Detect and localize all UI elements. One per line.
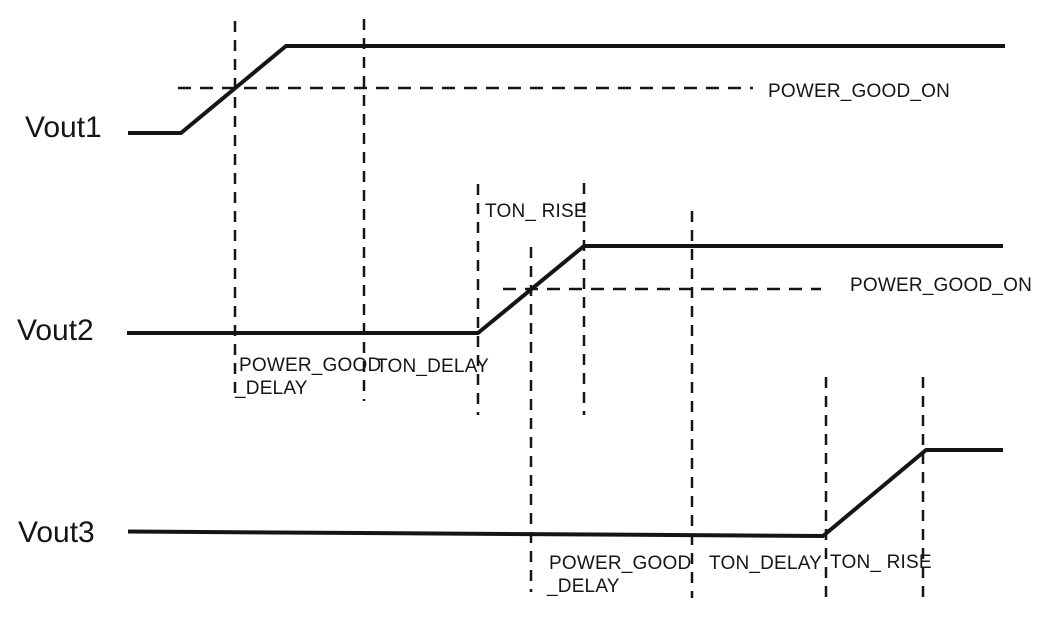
ton-delay-label-vout2: TON_DELAY (376, 356, 489, 377)
vout2-waveform (127, 244, 1003, 335)
power-good-delay-label-vout3-line1: POWER_GOOD (549, 553, 691, 574)
ton-rise-label-vout2: TON_ RISE (485, 201, 587, 222)
power-good-on-label-vout2: POWER_GOOD_ON (850, 275, 1032, 296)
power-good-delay-label-vout3-line2: _DELAY (546, 576, 620, 597)
power-good-on-label-vout1: POWER_GOOD_ON (768, 81, 950, 102)
vout3-waveform (127, 448, 1003, 538)
vout1-label: Vout1 (25, 111, 102, 144)
power-good-delay-label-vout2-line1: POWER_GOOD (239, 355, 381, 376)
vout1-waveform (128, 44, 1005, 135)
ton-delay-label-vout3: TON_DELAY (709, 553, 822, 574)
vout2-label: Vout2 (17, 314, 94, 347)
vout3-label: Vout3 (18, 516, 95, 549)
ton-rise-label-vout3: TON_ RISE (830, 552, 932, 573)
power-good-delay-label-vout2-line2: _DELAY (234, 378, 308, 399)
